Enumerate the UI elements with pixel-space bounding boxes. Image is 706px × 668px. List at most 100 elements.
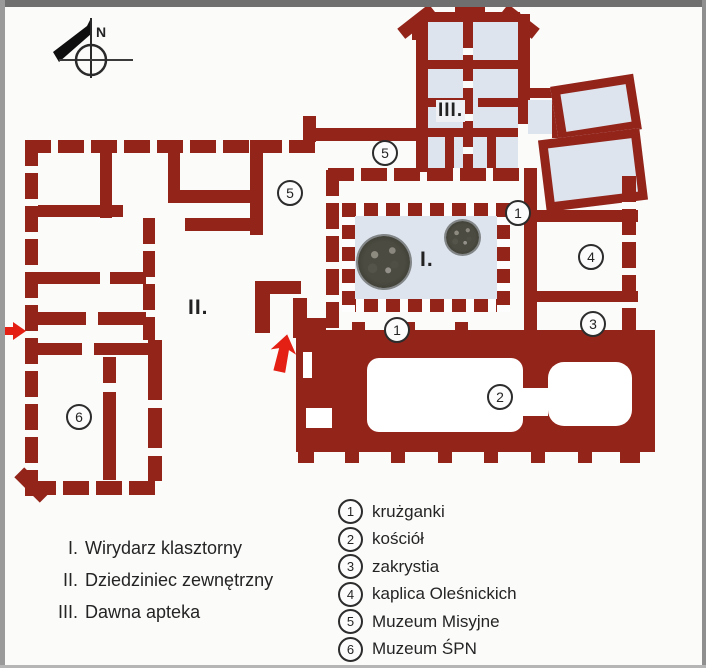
entrance-arrow-icon: [270, 334, 297, 373]
legend-badge: 6: [338, 636, 363, 662]
wall-segment: [428, 60, 518, 69]
legend-label: Muzeum Misyjne: [372, 611, 500, 631]
buttress: [298, 452, 314, 463]
north-banner: [53, 18, 91, 62]
pilaster: [455, 322, 468, 332]
wall-segment: [524, 88, 558, 98]
legend-item: 3 zakrystia: [338, 553, 517, 581]
legend-badge: 4: [338, 581, 363, 607]
tree-icon: [358, 236, 410, 288]
legend-badge-number: 1: [346, 504, 355, 520]
pilaster: [352, 322, 365, 332]
legend-label: zakrystia: [372, 556, 440, 576]
wall-segment: [445, 137, 454, 168]
wall-segment: [38, 205, 123, 217]
badge-chapel: 4: [578, 244, 604, 270]
legend-badge: 5: [338, 609, 363, 635]
legend-roman: I. Wirydarz klasztorny II. Dziedziniec z…: [40, 538, 273, 634]
buttress: [391, 452, 405, 463]
badge-sacristy: 3: [580, 311, 606, 337]
buttress: [438, 452, 452, 463]
narthex-cell: [306, 408, 332, 428]
wall-segment: [185, 218, 257, 231]
wall-segment: [110, 272, 146, 284]
badge-museum-spn: 6: [66, 404, 92, 430]
frame-left: [0, 0, 5, 668]
legend-label: kaplica Oleśnickich: [372, 584, 517, 604]
wall-segment: [148, 408, 162, 448]
wall-segment: [25, 140, 38, 497]
frame-top: [0, 0, 706, 7]
legend-label: Dziedziniec zewnętrzny: [85, 570, 274, 590]
entrance-arrow-icon: [1, 322, 26, 340]
frame-bottom: [0, 665, 706, 668]
wall-segment: [30, 343, 82, 355]
wall-segment: [168, 190, 256, 203]
pharmacy-interior: [428, 22, 518, 168]
badge-number: 3: [589, 316, 597, 332]
wall-segment: [94, 343, 162, 355]
legend-numeral: I.: [67, 538, 78, 558]
area-label-apteka: III.: [436, 100, 466, 122]
legend-item: 5 Muzeum Misyjne: [338, 608, 517, 636]
compass-north-label: N: [96, 24, 107, 40]
badge-number: 1: [393, 322, 401, 338]
wall-segment: [143, 218, 155, 340]
narthex-cell: [303, 352, 312, 378]
wall-segment: [250, 140, 263, 235]
room-interior: [528, 100, 554, 134]
legend-label: Muzeum ŚPN: [372, 639, 477, 659]
wall-segment: [293, 298, 307, 338]
cloister-arcade-bottom: [342, 299, 510, 312]
badge-number: 1: [514, 205, 522, 221]
wall-segment: [103, 392, 116, 480]
wall-segment: [307, 318, 329, 330]
wall-segment: [103, 357, 116, 383]
wall-segment: [98, 312, 146, 325]
legend-numeral: II.: [62, 570, 78, 590]
presbytery-interior: [548, 362, 632, 426]
wall-segment: [30, 481, 162, 495]
frame-right: [702, 0, 706, 668]
wall-segment: [487, 137, 496, 168]
badge-number: 4: [587, 249, 595, 265]
buttress: [345, 452, 359, 463]
buttress: [484, 452, 498, 463]
cloister-arcade-right: [497, 203, 510, 312]
legend-item: I. Wirydarz klasztorny: [40, 538, 273, 559]
badge-museum-missionary-left: 5: [277, 180, 303, 206]
legend-label: Dawna apteka: [85, 602, 201, 622]
wall-segment: [455, 3, 485, 14]
badge-number: 5: [286, 185, 294, 201]
area-label-wirydarz: I.: [420, 248, 434, 271]
wall-segment: [255, 281, 270, 333]
wall-segment: [536, 291, 638, 302]
legend-label: krużganki: [372, 501, 445, 521]
wall-segment: [416, 14, 428, 172]
cloister-arcade-left: [342, 203, 355, 312]
legend-badge-number: 4: [346, 586, 355, 602]
legend-item: III. Dawna apteka: [40, 602, 273, 623]
wall-segment: [478, 98, 518, 107]
badge-cloister-bottom: 1: [384, 317, 410, 343]
tree-icon: [446, 221, 479, 254]
legend-badge-number: 5: [346, 614, 355, 630]
chancel-passage: [523, 388, 548, 416]
badge-church: 2: [487, 384, 513, 410]
badge-number: 2: [496, 389, 504, 405]
legend-numeral: III.: [57, 602, 78, 622]
wall-segment: [38, 272, 100, 284]
wall-segment: [524, 168, 537, 343]
compass-icon: [53, 18, 133, 78]
legend-item: 1 krużganki: [338, 498, 517, 526]
legend-numbered: 1 krużganki 2 kościół 3 zakrystia 4 kapl…: [338, 498, 517, 663]
buttress: [578, 452, 592, 463]
legend-label: kościół: [372, 529, 424, 549]
badge-number: 5: [381, 145, 389, 161]
wall-segment: [524, 210, 638, 222]
wall-segment: [100, 140, 112, 218]
cloister-arcade-top: [342, 203, 510, 216]
buttress: [620, 450, 640, 463]
wall-segment: [148, 340, 162, 400]
legend-badge-number: 3: [346, 559, 355, 575]
